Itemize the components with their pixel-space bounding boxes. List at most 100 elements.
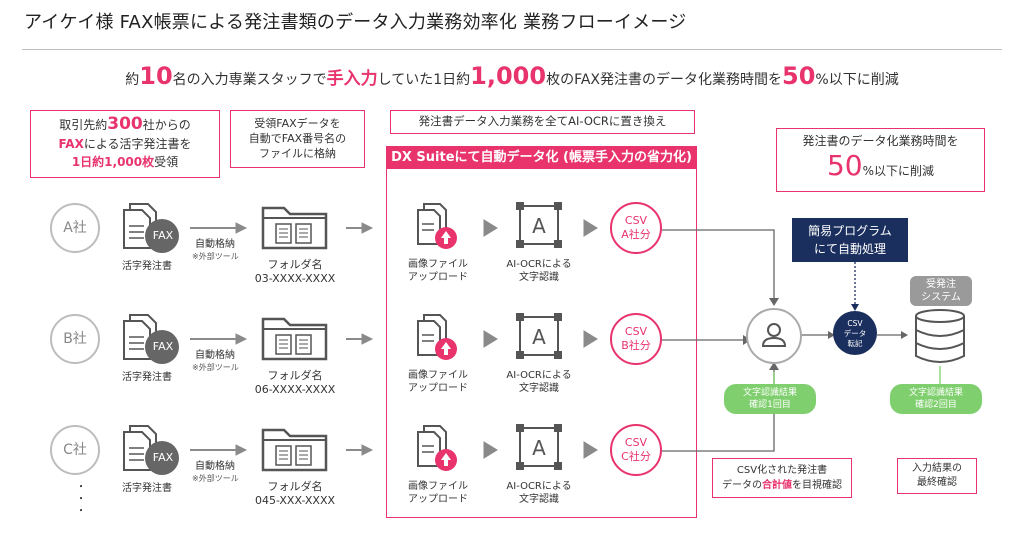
fax-badge: FAX (152, 229, 174, 242)
folder-name: 045-XXX-XXXX (254, 494, 336, 507)
svg-text:A: A (532, 436, 546, 460)
folder-label: フォルダ名 (267, 480, 323, 493)
upload-caption: 画像ファイル アップロード (398, 480, 478, 506)
note-received-fax: 取引先約300社からの FAXによる活字発注書を 1日約1,000枚受領 (30, 110, 220, 178)
company-circle: A社 (50, 203, 100, 253)
document-label: 活字発注書 (122, 483, 172, 494)
ocr-label: AI-OCRによる (506, 370, 572, 381)
note-emphasis: FAX (58, 137, 84, 151)
external-tool-note: ※外部ツール (192, 252, 239, 261)
csv-label: C社分 (621, 450, 651, 463)
ocr-label: AI-OCRによる (506, 481, 572, 492)
ocr-caption: AI-OCRによる 文字認識 (495, 258, 583, 284)
company-name: C社 (63, 442, 87, 458)
upload-label: アップロード (408, 383, 468, 394)
upload-caption: 画像ファイル アップロード (398, 258, 478, 284)
company-circle: C社 (50, 425, 100, 475)
fax-document-icon (123, 203, 179, 253)
folder-name: 06-XXXX-XXXX (254, 383, 336, 396)
fax-badge: FAX (152, 340, 174, 353)
arrow-head (235, 222, 248, 234)
folder-name: 03-XXXX-XXXX (254, 272, 336, 285)
program-label: にて自動処理 (813, 242, 886, 256)
check-label: 確認1回目 (749, 400, 791, 410)
company-name: B社 (63, 331, 87, 347)
note-text: 最終確認 (917, 477, 957, 488)
external-tool-note: ※外部ツール (192, 363, 239, 372)
triangle-arrow (583, 330, 598, 348)
arrow-head (235, 444, 248, 456)
headline-number: 10 (139, 62, 173, 90)
arrow-head (769, 298, 779, 306)
ocr-caption: AI-OCRによる 文字認識 (495, 369, 583, 395)
note-text: CSV化された発注書 (736, 465, 828, 476)
csv-transfer-label: データ (843, 329, 867, 338)
note-text: %以下に削減 (862, 164, 935, 178)
note-text: 取引先約 (59, 118, 108, 132)
check-2-badge: 文字認識結果 確認2回目 (890, 384, 982, 414)
arrow-head (828, 331, 835, 339)
document-label: 活字発注書 (122, 261, 172, 272)
ocr-scan-icon: A (516, 202, 562, 248)
system-label-text: システム (921, 292, 961, 303)
note-emphasis: 合計値 (762, 480, 792, 491)
title-divider (22, 49, 1002, 50)
folder-caption: フォルダ名 03-XXXX-XXXX (245, 258, 345, 286)
note-text: ファイルに格納 (259, 147, 336, 160)
system-label-text: 受発注 (926, 279, 956, 290)
triangle-arrow (483, 441, 498, 459)
auto-store-label: 自動格納 (195, 461, 235, 472)
arrow-head (769, 362, 779, 370)
note-replace-ocr: 発注書データ入力業務を全てAI-OCRに置き換え (390, 110, 695, 134)
company-circle: B社 (50, 314, 100, 364)
ocr-label: AI-OCRによる (506, 259, 572, 270)
note-text: による活字発注書を (83, 137, 192, 151)
triangle-arrow (483, 219, 498, 237)
csv-label: CSV (624, 325, 648, 338)
note-final-check: 入力結果の 最終確認 (897, 458, 977, 494)
upload-label: 画像ファイル (408, 370, 468, 381)
company-name: A社 (63, 220, 87, 236)
ocr-scan-icon: A (516, 313, 562, 359)
upload-file-icon (417, 203, 457, 249)
triangle-arrow (483, 330, 498, 348)
note-emphasis: 1日約1,000枚 (71, 155, 155, 169)
note-number: 50 (826, 149, 863, 182)
ocr-caption: AI-OCRによる 文字認識 (495, 480, 583, 506)
svg-text:A: A (532, 325, 546, 349)
page-title: アイケイ様 FAX帳票による発注書類のデータ入力業務効率化 業務フローイメージ (24, 12, 687, 33)
note-text: 社からの (142, 118, 191, 132)
csv-label: CSV (624, 436, 648, 449)
note-text: 自動でFAX番号名の (248, 132, 347, 145)
headline-text: していた1日約 (377, 72, 471, 88)
folder-caption: フォルダ名 06-XXXX-XXXX (245, 369, 345, 397)
csv-output-circle: CSV A社分 (610, 202, 662, 254)
csv-transfer-label: 転記 (847, 339, 863, 348)
folder-icon (261, 206, 328, 250)
external-tool-note: ※外部ツール (192, 474, 239, 483)
check-label: 文字認識結果 (742, 388, 797, 398)
upload-file-icon (417, 425, 457, 471)
csv-output-circle: CSV C社分 (610, 424, 662, 476)
note-text: 受領 (154, 155, 179, 169)
folder-icon (261, 317, 328, 361)
arrow-head (361, 333, 374, 345)
more-companies-ellipsis: ・ ・ ・ (76, 482, 86, 517)
headline-number: 1,000 (470, 62, 547, 90)
program-box: 簡易プログラム にて自動処理 (792, 218, 908, 262)
triangle-arrow (583, 219, 598, 237)
person-icon (761, 323, 787, 347)
csv-label: CSV (624, 214, 648, 227)
folder-label: フォルダ名 (267, 258, 323, 271)
reviewer-node (746, 308, 802, 364)
note-text: データの (722, 480, 762, 491)
folder-label: フォルダ名 (267, 369, 323, 382)
svg-text:A: A (532, 214, 546, 238)
fax-document-icon (123, 314, 179, 364)
csv-output-circle: CSV B社分 (610, 313, 662, 365)
document-label: 活字発注書 (122, 372, 172, 383)
program-label: 簡易プログラム (808, 224, 892, 238)
csv-transfer-node: CSV データ 転記 (833, 311, 877, 355)
headline-text: %以下に削減 (815, 72, 899, 88)
